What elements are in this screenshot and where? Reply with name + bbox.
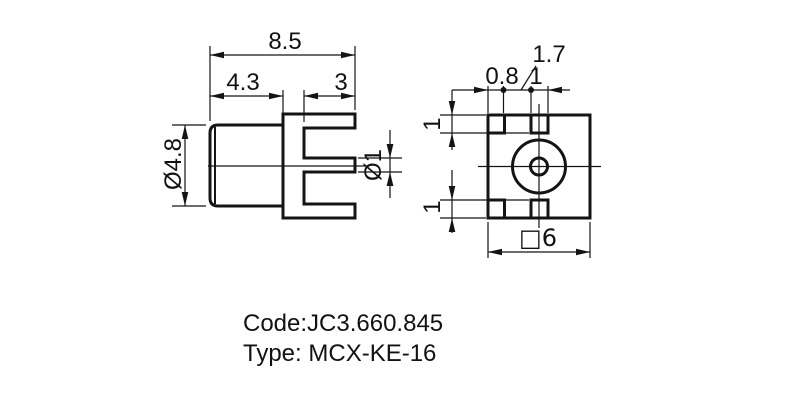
- part-code-text: Code:JC3.660.845: [243, 310, 443, 337]
- arrowhead: [448, 133, 456, 147]
- corner-notch-top-left: [486, 113, 506, 135]
- leader-line: [520, 65, 537, 91]
- dim-bottom-notch-height-label: 1: [419, 200, 446, 213]
- dim-corner-notch-width-label: 0.8: [485, 63, 518, 90]
- dim-body-length-label: 4.3: [226, 69, 259, 96]
- dim-slot-width-label: 1: [529, 63, 542, 90]
- dim-top-notch-height-label: 1: [419, 117, 446, 130]
- arrowhead: [448, 101, 456, 115]
- arrowhead: [548, 86, 562, 94]
- dim-notch-to-slot-label: 1.7: [532, 41, 565, 68]
- arrowhead: [448, 218, 456, 232]
- dimension-dot: [500, 87, 507, 93]
- dim-pin-diameter-label: Ø1: [360, 149, 387, 181]
- dim-total-length-label: 8.5: [268, 28, 301, 55]
- dim-body-square-label: □6: [519, 224, 557, 252]
- part-type-text: Type: MCX-KE-16: [243, 340, 436, 367]
- arrowhead: [448, 186, 456, 200]
- body-outline: [208, 123, 285, 208]
- dimension-dot: [528, 87, 534, 93]
- part-identification: Code:JC3.660.845 Type: MCX-KE-16: [243, 310, 443, 367]
- dim-body-diameter-label: Ø4.8: [160, 138, 187, 190]
- side-view: 8.5 4.3 3 Ø4.8 Ø1: [160, 28, 402, 220]
- arrowhead: [386, 172, 394, 186]
- arrowhead: [386, 144, 394, 158]
- corner-notch-bottom-left: [486, 198, 506, 220]
- dim-leg-length-label: 3: [334, 69, 347, 96]
- arrowhead: [474, 86, 488, 94]
- top-view: 0.8 1 1.7 1 1 □6: [419, 41, 601, 258]
